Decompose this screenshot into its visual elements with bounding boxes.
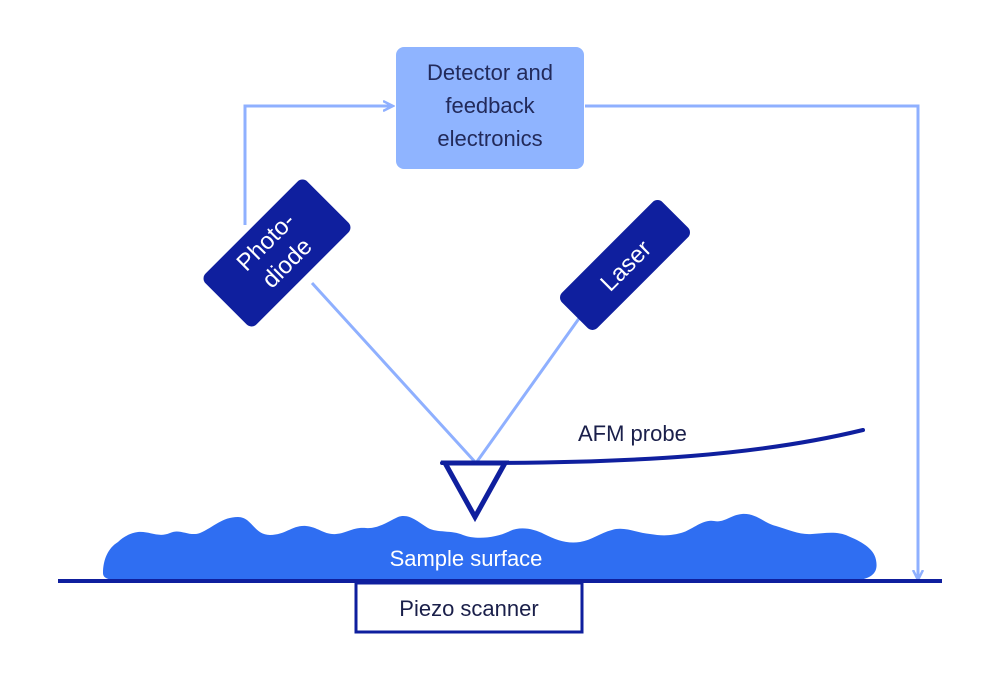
afm-tip	[440, 460, 510, 523]
sample-surface-label: Sample surface	[390, 546, 543, 571]
piezo-scanner-box: Piezo scanner	[354, 581, 584, 634]
laser-beam	[474, 302, 592, 464]
afm-cantilever	[440, 428, 865, 465]
photodiode-to-detector-line	[243, 106, 393, 225]
detector-label-line1: Detector and	[427, 60, 553, 85]
piezo-scanner-label: Piezo scanner	[399, 596, 538, 621]
photodiode-box: Photo- diode	[203, 179, 351, 327]
reflected-beam	[310, 281, 478, 465]
detector-to-scanner-line	[585, 104, 918, 580]
sample-surface	[103, 513, 877, 580]
afm-probe-label: AFM probe	[578, 421, 687, 446]
detector-label-line2: feedback	[445, 93, 535, 118]
detector-label-line3: electronics	[437, 126, 542, 151]
detector-box: Detector and feedback electronics	[396, 47, 584, 169]
laser-box: Laser	[560, 200, 690, 330]
